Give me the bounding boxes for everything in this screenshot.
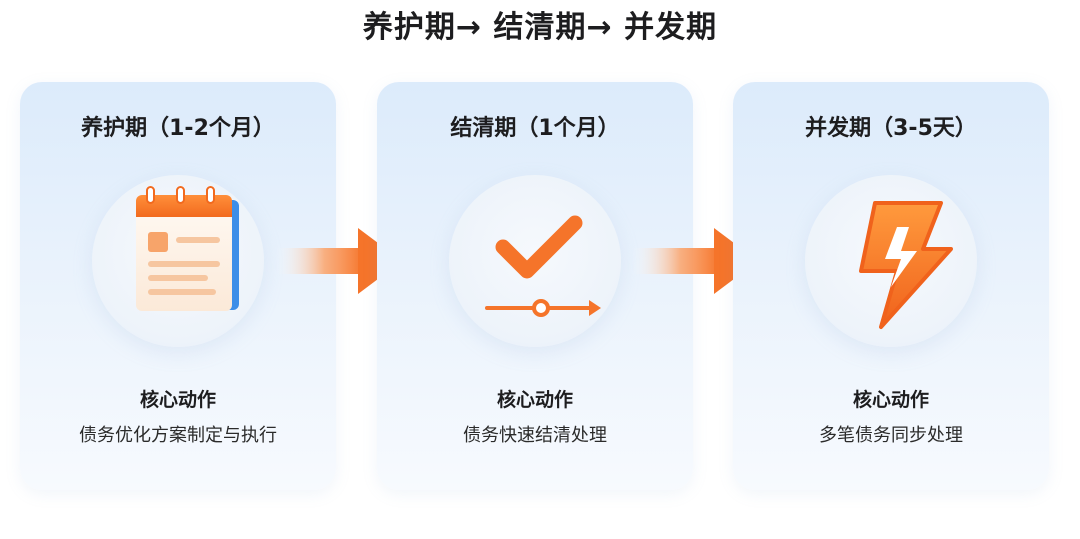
action-title: 核心动作 (852, 389, 929, 411)
calendar-icon (136, 186, 239, 311)
icon-circle (805, 175, 977, 347)
action-description: 多笔债务同步处理 (819, 425, 963, 446)
stage-title: 并发期（3-5天） (805, 116, 977, 141)
stage-title: 养护期（1-2个月） (81, 116, 275, 141)
icon-circle (92, 175, 264, 347)
stage-card-concurrent: 并发期（3-5天） 核心动作 多笔债务同步处理 (733, 82, 1049, 490)
page-title: 养护期→ 结清期→ 并发期 (362, 10, 718, 45)
icon-circle (449, 175, 621, 347)
stage-card-maintenance: 养护期（1-2个月） 核心动作 债务优化方案制定与执行 (20, 82, 336, 490)
action-description: 债务快速结清处理 (463, 425, 607, 446)
action-title: 核心动作 (139, 389, 216, 411)
action-title: 核心动作 (496, 389, 573, 411)
stage-title: 结清期（1个月） (450, 116, 620, 141)
checkmark-timeline-icon (485, 215, 601, 317)
stage-card-settlement: 结清期（1个月） 核心动作 债务快速结清处理 (377, 82, 693, 490)
action-description: 债务优化方案制定与执行 (79, 425, 277, 446)
lightning-icon (859, 201, 953, 329)
